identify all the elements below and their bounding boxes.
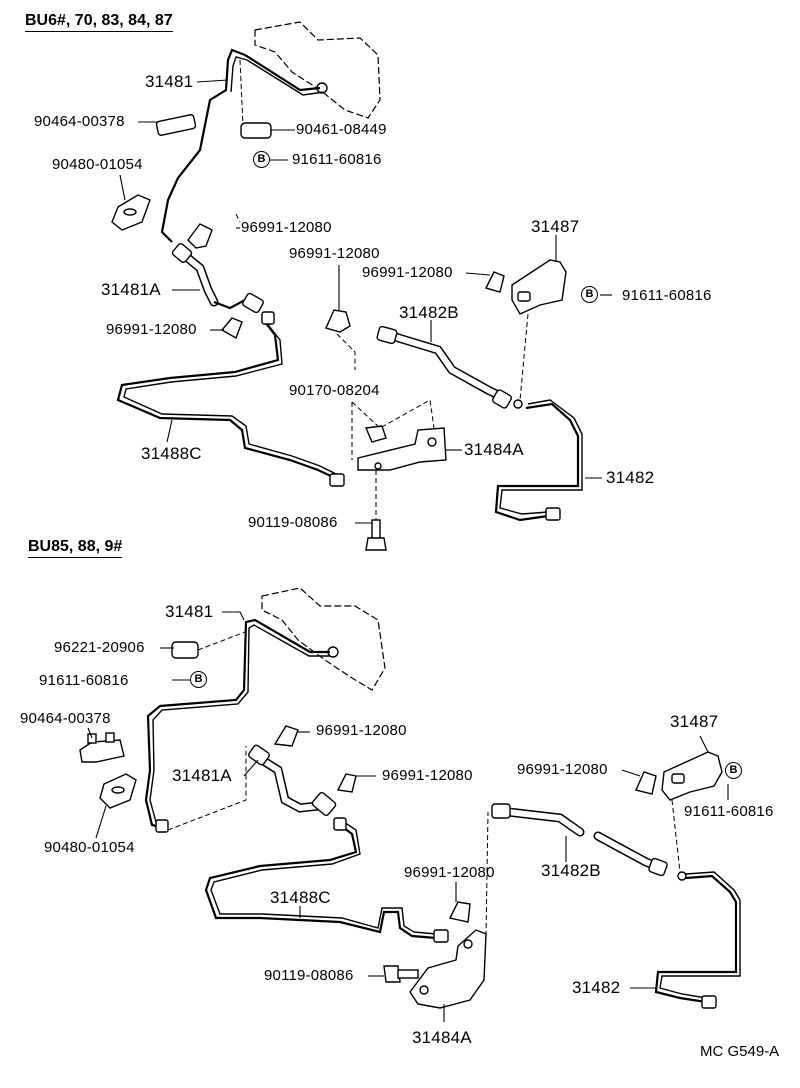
brake-pipe-31481-2: [144, 618, 330, 830]
label-90461-08449: 90461-08449: [296, 121, 387, 138]
label-96991-12080-f: 96991-12080: [382, 767, 473, 784]
clip-96991-b: [325, 309, 351, 333]
grommet-90480-2: [99, 773, 137, 809]
label-96991-12080-h: 96991-12080: [404, 864, 495, 881]
clamp-90464: [155, 114, 197, 136]
clip-96991-f: [336, 773, 357, 793]
label-90170-08204: 90170-08204: [289, 382, 380, 399]
label-96991-12080-d: 96991-12080: [106, 321, 197, 338]
b-marker-icon: B: [253, 151, 270, 168]
clip-96991-c: [220, 317, 243, 340]
clip-96991-a: [187, 223, 213, 249]
brake-pipe-31482: [494, 402, 580, 522]
clip-96991-g: [448, 901, 471, 923]
label-96991-12080-a: 96991-12080: [241, 219, 332, 236]
label-90480-01054-2: 90480-01054: [44, 839, 135, 856]
clip-96991-h: [635, 771, 657, 795]
label-31482: 31482: [606, 468, 655, 487]
label-96991-12080-b: 96991-12080: [289, 245, 380, 262]
brake-pipe-31488C: [116, 317, 336, 479]
clip-96991-e: [273, 725, 299, 747]
label-96991-12080-c: 96991-12080: [362, 264, 453, 281]
label-31482B-2: 31482B: [541, 861, 601, 880]
bracket-31487: [511, 259, 567, 315]
brake-pipe-31488C-2: [204, 821, 437, 940]
master-cylinder-outline-2: [261, 587, 386, 691]
bolt-90119: [365, 519, 387, 551]
clamp-90464-2: [79, 732, 125, 763]
brake-pipe-31482-2: [654, 874, 738, 1004]
label-31481A-2: 31481A: [172, 766, 232, 785]
label-31487-2: 31487: [670, 712, 719, 731]
label-96991-12080-e: 96991-12080: [316, 722, 407, 739]
label-91611-60816-2: 91611-60816: [39, 672, 129, 689]
label-31487: 31487: [531, 217, 580, 236]
clip-96991-d: [484, 271, 505, 293]
nut-90170: [364, 425, 387, 443]
label-31488C: 31488C: [141, 444, 202, 463]
label-91611-60816-b-2: 91611-60816: [684, 803, 774, 820]
label-90464-00378-2: 90464-00378: [20, 710, 111, 727]
label-90119-08086: 90119-08086: [248, 514, 338, 531]
label-31484A: 31484A: [464, 440, 524, 459]
label-31488C-2: 31488C: [270, 888, 331, 907]
label-96221-20906: 96221-20906: [54, 639, 145, 656]
label-31481A: 31481A: [101, 280, 161, 299]
label-31481: 31481: [145, 72, 194, 91]
figure-code: MC G549-A: [700, 1043, 780, 1060]
label-96991-12080-g: 96991-12080: [517, 761, 608, 778]
b-marker-icon: B: [581, 286, 598, 303]
label-91611-60816: 91611-60816: [292, 151, 382, 168]
label-91611-60816-b: 91611-60816: [622, 287, 712, 304]
section-header-lower: BU85, 88, 9#: [28, 538, 123, 558]
label-90119-08086-2: 90119-08086: [264, 967, 354, 984]
section-header-upper: BU6#, 70, 83, 84, 87: [25, 12, 173, 32]
label-90480-01054: 90480-01054: [52, 156, 143, 173]
bracket-31487-2: [661, 751, 723, 801]
bracket-31484A-2: [409, 929, 487, 1009]
label-90464-00378: 90464-00378: [34, 113, 125, 130]
clip-90461: [240, 122, 272, 139]
label-31482B: 31482B: [399, 303, 459, 322]
label-31481-2: 31481: [165, 602, 214, 621]
grommet-90480: [111, 194, 151, 231]
master-cylinder-outline: [254, 21, 381, 119]
bolt-90119-2: [383, 965, 419, 983]
b-marker-icon: B: [725, 762, 742, 779]
brake-pipe-31481: [160, 48, 321, 243]
label-31482-2: 31482: [572, 978, 621, 997]
b-marker-icon: B: [190, 671, 207, 688]
bracket-31484A: [357, 427, 447, 471]
clip-96221: [171, 641, 199, 659]
label-31484A-2: 31484A: [412, 1028, 472, 1047]
